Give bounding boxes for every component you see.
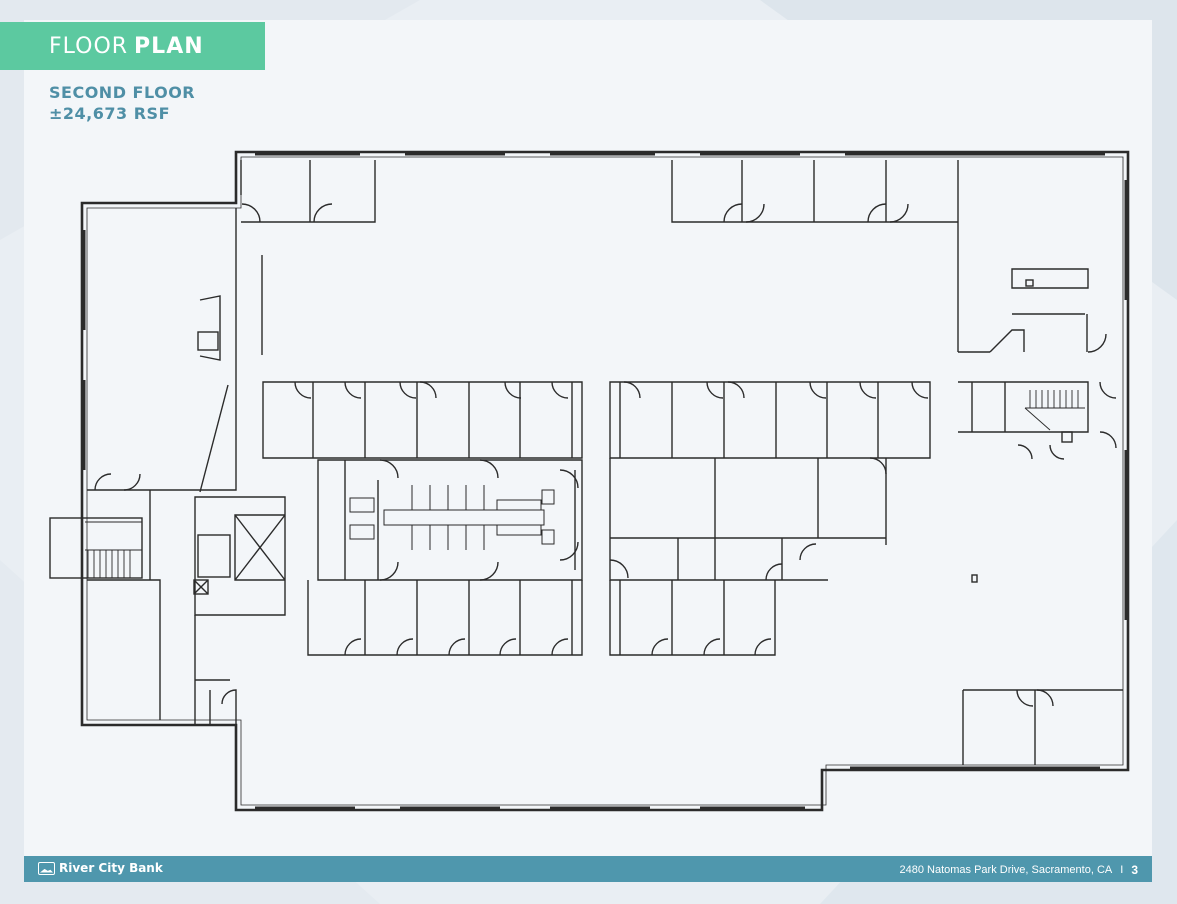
- title-light: FLOOR: [49, 33, 129, 59]
- floor-label: SECOND FLOOR: [49, 83, 196, 102]
- page-number: 3: [1131, 863, 1138, 877]
- floor-info: SECOND FLOOR ±24,673 RSF: [49, 82, 195, 124]
- brand-name: River City Bank: [59, 861, 163, 875]
- title-bold: PLAN: [134, 33, 204, 59]
- brand: River City Bank: [38, 861, 163, 875]
- area-label: ±24,673 RSF: [49, 104, 170, 123]
- footer-info: 2480 Natomas Park Drive, Sacramento, CA …: [899, 863, 1138, 877]
- footer-bar: River City Bank 2480 Natomas Park Drive,…: [24, 856, 1152, 882]
- window-marks: [82, 152, 1128, 810]
- property-address: 2480 Natomas Park Drive, Sacramento, CA: [899, 864, 1113, 876]
- footer-separator: I: [1120, 864, 1124, 876]
- exterior-wall: [80, 150, 1130, 812]
- river-city-bank-logo-icon: [38, 861, 55, 875]
- page-sheet: [24, 20, 1152, 856]
